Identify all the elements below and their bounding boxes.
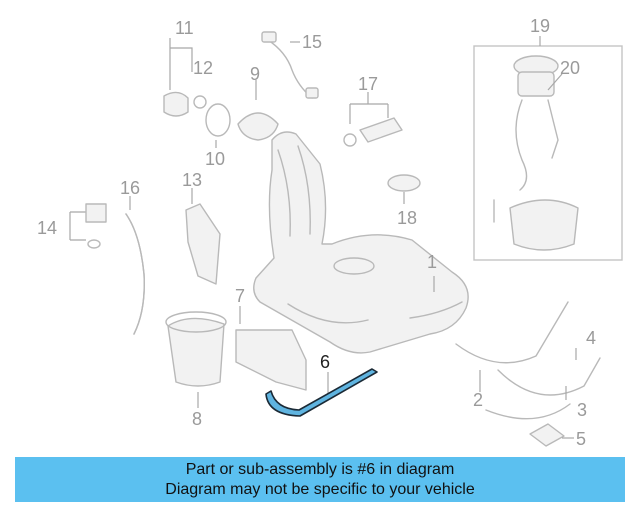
part-7-shield: [235, 306, 307, 391]
part-14-connector: [69, 203, 107, 249]
part-11-12-breather: [163, 38, 207, 117]
callout-17: 17: [358, 74, 378, 94]
callout-13: 13: [182, 170, 202, 190]
callout-labels: 1 2 3 4 5 6 7 8 9 10 11 12 13 14 16 15 1…: [37, 16, 596, 449]
callout-4: 4: [586, 328, 596, 348]
callout-20: 20: [560, 58, 580, 78]
part-15-wire: [261, 31, 319, 99]
callout-15b: 15: [302, 32, 322, 52]
callout-19: 19: [530, 16, 550, 36]
callout-3: 3: [577, 400, 587, 420]
callout-15: 16: [120, 178, 140, 198]
callout-1: 1: [427, 252, 437, 272]
part-6-strap-highlighted[interactable]: [265, 368, 378, 417]
callout-8: 8: [192, 409, 202, 429]
part-2-3-4-straps: [455, 301, 601, 420]
callout-10: 10: [205, 149, 225, 169]
callout-12: 12: [193, 58, 213, 78]
info-banner: Part or sub-assembly is #6 in diagram Di…: [15, 457, 625, 502]
banner-line-part: Part or sub-assembly is #6 in diagram: [185, 461, 455, 478]
callout-9: 9: [250, 64, 260, 84]
part-18-ring: [387, 174, 421, 204]
callout-7: 7: [235, 286, 245, 306]
part-9-10-cap-seal: [205, 80, 279, 148]
callout-14: 14: [37, 218, 57, 238]
callout-2: 2: [473, 390, 483, 410]
callout-6[interactable]: 6: [320, 352, 330, 372]
part-13-bracket: [185, 188, 221, 285]
callout-18: 18: [397, 208, 417, 228]
banner-line-disclaimer: Diagram may not be specific to your vehi…: [165, 481, 475, 498]
part-17-valve: [343, 92, 403, 147]
part-8-canister: [165, 311, 227, 408]
callout-11: 11: [175, 18, 194, 38]
part-1-fuel-tank: [253, 131, 469, 354]
callout-5: 5: [576, 429, 586, 449]
part-19-20-pump-module: [473, 36, 623, 261]
part-16-hose: [125, 196, 145, 335]
part-5-pad: [529, 423, 574, 447]
